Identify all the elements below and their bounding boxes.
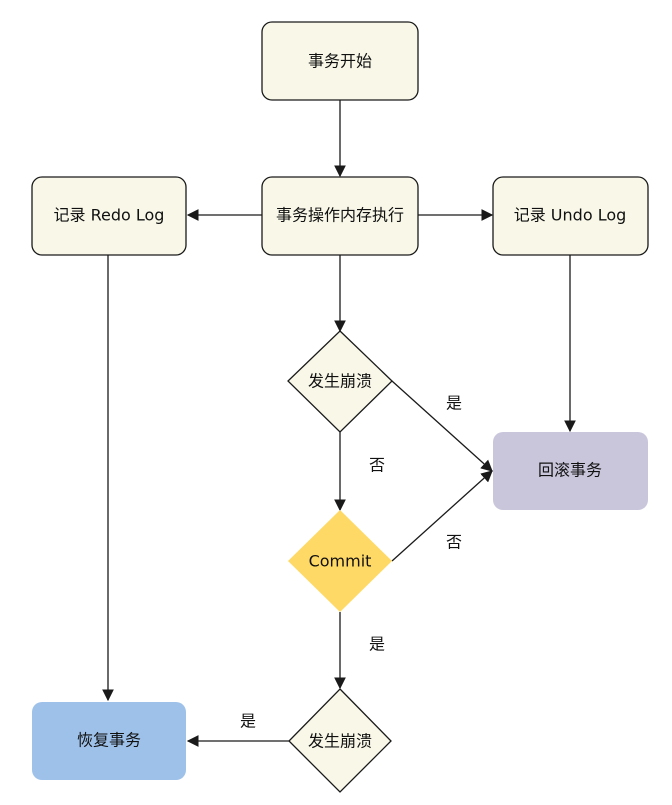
node-undo-label: 记录 Undo Log <box>514 206 627 225</box>
node-undo: 记录 Undo Log <box>492 176 649 256</box>
node-crash2-label: 发生崩溃 <box>308 732 372 751</box>
node-recover: 恢复事务 <box>32 702 186 780</box>
node-commit-label: Commit <box>309 552 372 571</box>
edge-label-crash2-yes: 是 <box>240 712 256 731</box>
node-exec-label: 事务操作内存执行 <box>276 206 404 225</box>
node-redo: 记录 Redo Log <box>31 176 187 256</box>
edge-crash1-to-rollback <box>391 380 493 472</box>
node-recover-label: 恢复事务 <box>77 731 141 750</box>
node-commit-decision: Commit <box>288 510 392 612</box>
edge-label-crash1-no: 否 <box>369 456 385 475</box>
node-crash2-decision: 发生崩溃 <box>288 688 392 793</box>
edge-commit-to-rollback <box>391 470 493 562</box>
node-redo-label: 记录 Redo Log <box>54 206 165 225</box>
node-rollback: 回滚事务 <box>493 432 648 510</box>
node-exec: 事务操作内存执行 <box>261 176 419 256</box>
node-rollback-label: 回滚事务 <box>538 461 602 480</box>
edge-label-crash1-yes: 是 <box>446 394 462 413</box>
edge-label-commit-no: 否 <box>446 533 462 552</box>
node-crash1-label: 发生崩溃 <box>308 372 372 391</box>
node-start: 事务开始 <box>261 21 419 101</box>
node-crash1-decision: 发生崩溃 <box>287 330 393 433</box>
node-start-label: 事务开始 <box>308 52 372 71</box>
edges <box>102 100 576 747</box>
edge-label-commit-yes: 是 <box>369 635 385 654</box>
